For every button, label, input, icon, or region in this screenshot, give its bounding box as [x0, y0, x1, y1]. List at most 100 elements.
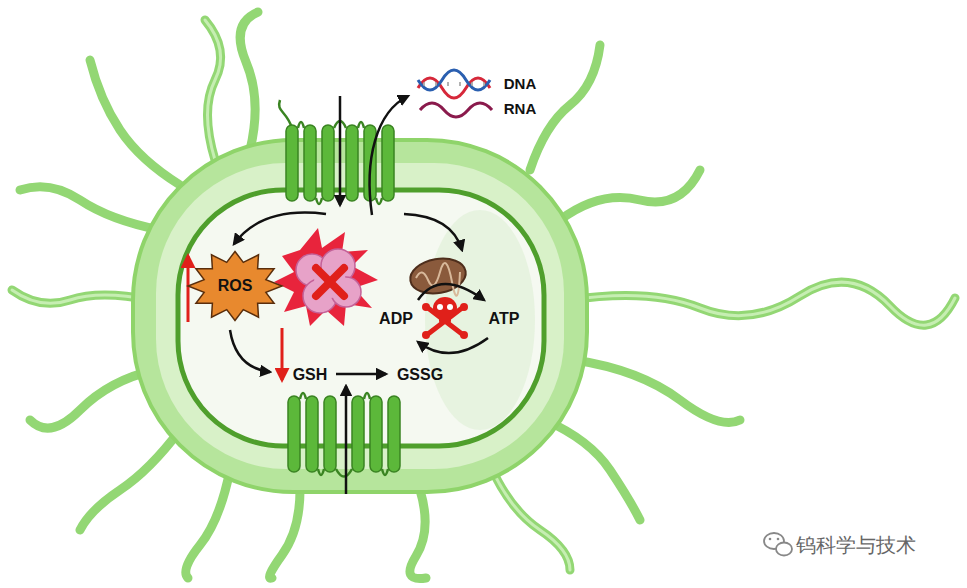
- flow-arrow: [339, 96, 342, 205]
- dna-helix: [418, 70, 490, 98]
- wechat-icon: [764, 533, 792, 556]
- flow-arrow: [336, 373, 386, 376]
- wechat-icon: [776, 543, 792, 556]
- skull-symbol: [422, 303, 430, 311]
- starburst-outline: [188, 251, 282, 320]
- membrane-protein: [358, 122, 364, 128]
- dna-helix: [424, 82, 484, 86]
- flagella: [12, 20, 955, 570]
- molecule-label: GSSG: [397, 366, 443, 384]
- change-arrow: [281, 328, 284, 380]
- ros-starburst: ROS: [188, 250, 282, 322]
- flagella: [80, 430, 180, 530]
- membrane-protein: [382, 125, 394, 201]
- mitochondrion: [416, 263, 460, 296]
- cell-body: [133, 140, 587, 492]
- skull-symbol: [422, 331, 430, 339]
- node-text: ROS: [218, 277, 253, 295]
- damage-burst: [274, 228, 378, 326]
- molecule-label: RNA: [504, 101, 537, 118]
- membrane-protein: [322, 125, 334, 201]
- membrane-protein: [388, 396, 400, 472]
- membrane-protein: [316, 198, 322, 204]
- watermark: 钨科学与技术: [796, 534, 916, 556]
- cell-body: [133, 140, 587, 492]
- skull-symbol: [437, 304, 443, 310]
- flagella: [575, 360, 740, 423]
- flagella: [410, 490, 426, 579]
- wechat-icon: [777, 538, 780, 541]
- flagella: [205, 20, 221, 160]
- membrane-protein: [318, 469, 324, 475]
- flagella: [30, 370, 155, 428]
- flagella: [270, 490, 300, 578]
- flagella: [490, 465, 570, 570]
- damage-burst: [316, 268, 344, 296]
- membrane-protein: [300, 393, 388, 477]
- flow-arrow: [370, 96, 408, 215]
- flagella: [12, 12, 955, 579]
- flagella: [12, 12, 955, 579]
- molecule-label: ATP: [489, 310, 520, 328]
- change-arrow: [187, 256, 190, 322]
- wechat-icon: [769, 538, 772, 541]
- damage-burst: [316, 268, 344, 296]
- molecule-label: DNA: [504, 76, 537, 93]
- membrane-protein: [300, 393, 306, 399]
- membrane-protein: [376, 198, 382, 204]
- membrane-protein: [352, 396, 364, 472]
- dna-helix: [435, 82, 437, 86]
- dna-helix: [459, 82, 461, 86]
- flow-arrow: [418, 338, 488, 353]
- flagella: [12, 290, 150, 303]
- flagella: [205, 20, 221, 160]
- membrane-protein: [298, 122, 304, 128]
- skull-symbol: [447, 304, 453, 310]
- membrane-protein: [370, 396, 382, 472]
- membrane-protein: [382, 469, 388, 475]
- flagella: [570, 282, 955, 325]
- rna-strand: [420, 103, 492, 117]
- membrane-protein: [279, 100, 394, 204]
- flagella: [545, 420, 640, 520]
- flagella: [20, 187, 160, 230]
- skull-symbol: [460, 331, 468, 339]
- rna-strand: [420, 103, 492, 117]
- dna-helix: [418, 70, 490, 90]
- membrane-protein: [306, 396, 318, 472]
- skull-symbol: [422, 297, 468, 339]
- damage-burst: [314, 266, 346, 298]
- membrane-protein: [288, 396, 300, 472]
- flagella: [490, 465, 570, 570]
- dna-helix: [447, 82, 449, 86]
- flow-arrow: [230, 330, 270, 372]
- mitochondrion: [407, 254, 468, 297]
- membrane-protein: [288, 393, 400, 477]
- membrane-protein: [279, 100, 292, 128]
- flow-arrow: [404, 214, 462, 250]
- cell-body: [425, 210, 535, 430]
- flow-arrow: [418, 284, 484, 300]
- dna-helix: [483, 82, 485, 86]
- flagella: [12, 290, 150, 303]
- molecule-label: GSH: [293, 366, 328, 384]
- membrane-protein: [336, 469, 352, 477]
- skull-symbol: [460, 303, 468, 311]
- flagella: [240, 12, 258, 150]
- flagella: [560, 170, 700, 220]
- molecule-label: ADP: [379, 310, 413, 328]
- flow-arrow: [234, 213, 326, 244]
- mitochondrion: [407, 254, 468, 297]
- membrane-protein: [304, 125, 316, 201]
- flagella: [90, 60, 180, 185]
- dna-helix: [423, 82, 425, 86]
- dna-helix: [471, 82, 473, 86]
- flagella: [530, 45, 600, 170]
- skull-symbol: [439, 314, 451, 323]
- membrane-protein: [346, 125, 358, 201]
- flagella: [570, 282, 955, 325]
- flagella: [186, 470, 230, 578]
